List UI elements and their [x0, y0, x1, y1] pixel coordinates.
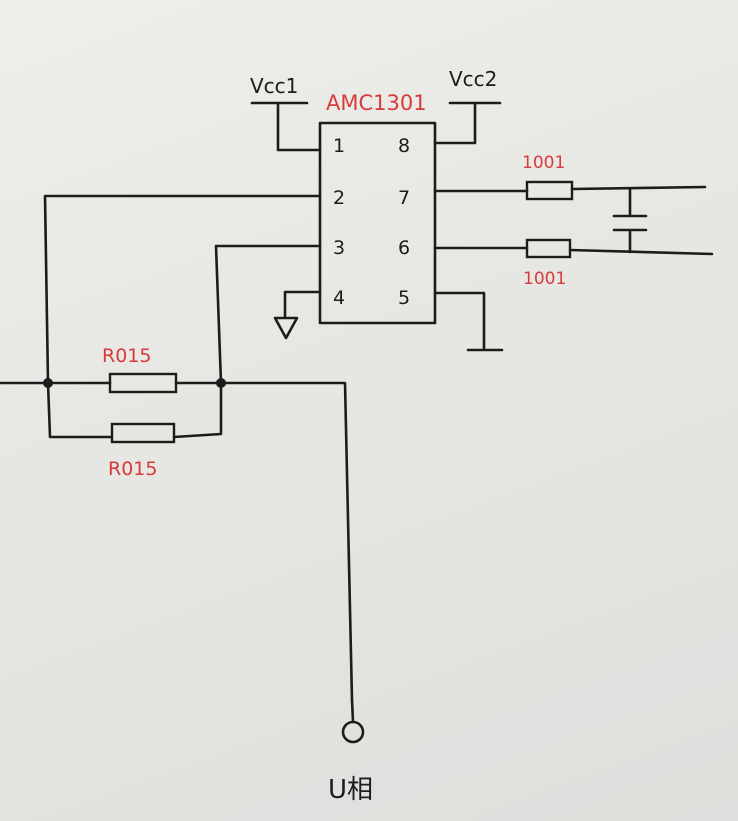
pin-7-number: 7 [398, 187, 410, 209]
ic-body [318, 121, 437, 325]
pin-1-number: 1 [333, 135, 345, 157]
shunt-resistor-bottom [110, 422, 176, 444]
output-resistor-top [525, 180, 574, 201]
ground-symbol-pin-4 [273, 290, 322, 340]
vcc2-supply: Vcc2 [433, 67, 502, 145]
shunt-main-wire [0, 381, 354, 702]
vcc2-label: Vcc2 [449, 67, 497, 91]
output-resistor-bottom [525, 238, 572, 259]
junction-dot-left [43, 378, 53, 388]
vcc2-wire [433, 101, 502, 145]
pin-2-wire [43, 194, 322, 385]
vcc1-wire [250, 101, 322, 152]
filter-capacitor [612, 187, 648, 254]
terminal-lead [350, 698, 355, 724]
pin-8-number: 8 [398, 135, 410, 157]
terminal-circle [341, 720, 365, 744]
shunt-resistor-top-label: R015 [102, 345, 151, 367]
vcc1-supply: Vcc1 [250, 74, 322, 152]
pin-6-wire [433, 246, 714, 256]
capacitor-icon [612, 187, 648, 254]
output-resistor-bottom-label: 1001 [523, 269, 566, 289]
pin-3-wire [214, 244, 322, 385]
vcc1-label: Vcc1 [250, 74, 298, 98]
pin-5-number: 5 [398, 287, 410, 309]
pin-4-number: 4 [333, 287, 345, 309]
ground-symbol-pin-5 [433, 291, 504, 352]
shunt-resistor-bottom-label: R015 [108, 458, 157, 480]
ic-label: AMC1301 [326, 91, 427, 115]
terminal-label: U相 [328, 775, 373, 805]
pin-7-wire [433, 185, 707, 193]
pin-3-number: 3 [333, 237, 345, 259]
pin-2-number: 2 [333, 187, 345, 209]
shunt-resistor-top [108, 372, 178, 394]
pin-6-number: 6 [398, 237, 410, 259]
output-resistor-top-label: 1001 [522, 153, 565, 173]
junction-dot-right [216, 378, 226, 388]
ground-icon [273, 290, 322, 340]
shunt-parallel-wire [46, 381, 223, 439]
